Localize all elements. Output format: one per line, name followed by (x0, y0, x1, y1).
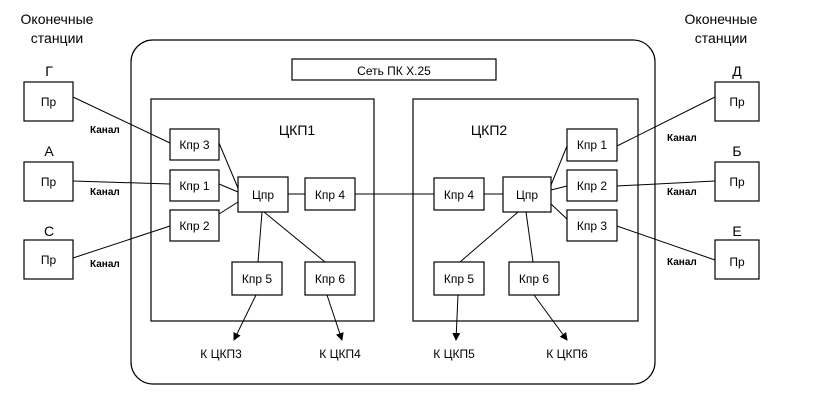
station-E-letter: Е (732, 223, 741, 239)
channel-D (616, 96, 716, 147)
station-C: Пр (23, 239, 74, 280)
ckp1-k4-label: Кпр 4 (315, 188, 345, 202)
ckp2-node-k6: Кпр 6 (508, 261, 560, 296)
link-ckp1-k2-center (218, 201, 239, 215)
channel-label-D: Канал (667, 133, 697, 144)
ckp1-node-k3: Кпр 3 (169, 128, 220, 161)
exit-arrow-ckp4 (326, 294, 344, 341)
station-A-label: Пр (41, 175, 57, 189)
channel-E (616, 225, 716, 261)
station-D-letter: Д (732, 63, 742, 79)
ckp1-node-k1: Кпр 1 (169, 169, 220, 202)
ckp2-center-label: Цпр (516, 188, 538, 202)
ckp2-node-k2: Кпр 2 (566, 169, 618, 202)
ckp1-k3-label: Кпр 3 (179, 138, 209, 152)
channel-C (72, 225, 171, 259)
link-ckp2-center-k1 (550, 145, 568, 186)
ckp2-k6-label: Кпр 6 (519, 272, 549, 286)
exit-arrow-ckp6 (533, 294, 568, 341)
ckp1-k5-label: Кпр 5 (242, 272, 272, 286)
station-D-label: Пр (729, 95, 745, 109)
channel-label-C: Канал (90, 259, 120, 270)
link-ckp2-center-k5 (459, 211, 519, 263)
ckp1-center-label: Цпр (252, 188, 274, 202)
ckp2-k4-label: Кпр 4 (444, 188, 474, 202)
ckp2-node-center: Цпр (502, 176, 552, 213)
ckp1-node-center: Цпр (237, 176, 289, 213)
station-A: Пр (23, 161, 74, 202)
link-ckp2-center-k2 (550, 185, 568, 191)
exit-label-ckp5: К ЦКП5 (433, 347, 475, 361)
station-B-label: Пр (729, 175, 745, 189)
link-ckp2-center-k3 (550, 203, 568, 220)
exit-arrow-ckp3 (233, 294, 257, 341)
link-ckp1-k3-center (218, 142, 239, 189)
channel-B (616, 180, 716, 187)
network-title-box (291, 58, 497, 81)
exit-arrow-ckp5 (452, 294, 461, 341)
ckp1-k6-label: Кпр 6 (315, 272, 345, 286)
ckp1-node-k2: Кпр 2 (169, 209, 220, 242)
ckp2-node-k5: Кпр 5 (433, 261, 485, 296)
link-ckp1-center-k6 (263, 211, 326, 263)
station-G: Пр (23, 81, 74, 122)
station-A-letter: А (44, 143, 54, 159)
link-ckp2-center-k6 (525, 211, 534, 263)
station-B-letter: Б (732, 143, 741, 159)
ckp1-node-k6: Кпр 6 (304, 261, 356, 296)
left-group-label-line1: Оконечные (21, 11, 94, 27)
ckp2-k2-label: Кпр 2 (577, 179, 607, 193)
exit-label-ckp4: К ЦКП4 (319, 347, 361, 361)
right-group-label-line2: станции (695, 30, 747, 46)
ckp2-k3-label: Кпр 3 (577, 219, 607, 233)
link-ckp1-k1-center (218, 183, 239, 193)
station-G-label: Пр (41, 95, 57, 109)
network-title: Сеть ПК X.25 (357, 64, 431, 78)
ckp1-title: ЦКП1 (279, 122, 316, 138)
ckp2-k5-label: Кпр 5 (444, 272, 474, 286)
left-group-label-line2: станции (31, 30, 83, 46)
channel-label-A: Канал (90, 187, 120, 198)
station-E-label: Пр (729, 255, 745, 269)
channel-A (72, 180, 171, 185)
ckp1-k1-label: Кпр 1 (179, 179, 209, 193)
link-ckp1-center-k5 (257, 211, 263, 263)
ckp2-node-k1: Кпр 1 (566, 128, 618, 162)
channel-label-G: Канал (90, 125, 120, 136)
channel-label-B: Канал (667, 187, 697, 198)
channel-label-E: Канал (667, 257, 697, 268)
ckp2-node-k3: Кпр 3 (566, 209, 618, 242)
channel-G (72, 96, 171, 144)
station-C-letter: С (44, 223, 54, 239)
ckp2-node-k4: Кпр 4 (433, 177, 485, 211)
ckp2-k1-label: Кпр 1 (577, 138, 607, 152)
ckp1-node-k5: Кпр 5 (231, 261, 283, 296)
station-D: Пр (714, 81, 760, 122)
ckp2-title: ЦКП2 (471, 122, 508, 138)
ckp1-node-k4: Кпр 4 (304, 177, 356, 211)
station-G-letter: Г (45, 63, 53, 79)
exit-label-ckp3: К ЦКП3 (200, 347, 242, 361)
station-C-label: Пр (41, 253, 57, 267)
exit-label-ckp6: К ЦКП6 (546, 347, 588, 361)
right-group-label-line1: Оконечные (685, 11, 758, 27)
station-E: Пр (714, 239, 760, 280)
ckp1-k2-label: Кпр 2 (179, 219, 209, 233)
station-B: Пр (714, 161, 760, 202)
